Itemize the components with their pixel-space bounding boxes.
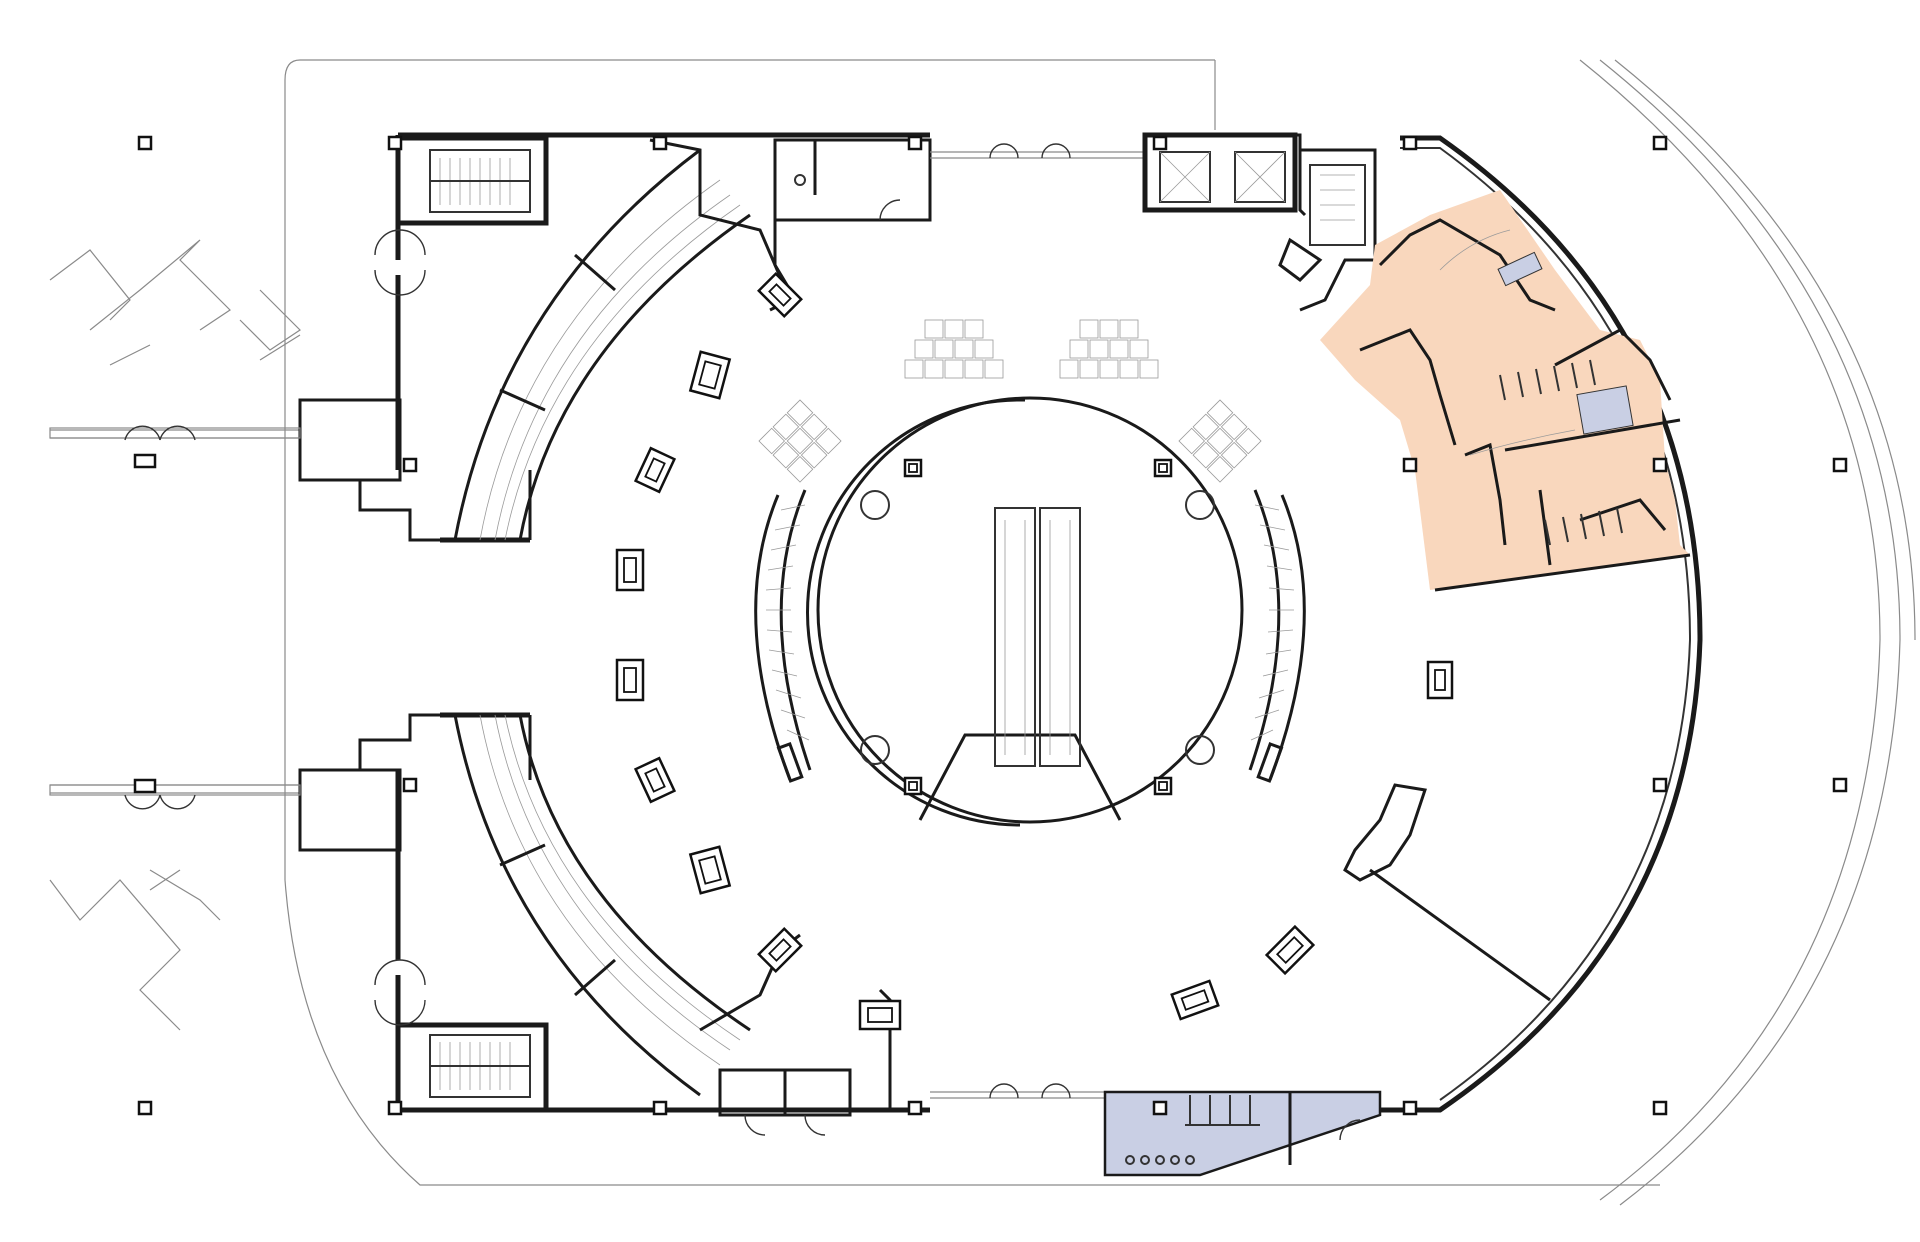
- bottom-entrance-doors: [930, 1083, 1110, 1099]
- right-exterior-wall: [1380, 135, 1703, 1113]
- elevator-core: [1142, 132, 1307, 217]
- top-entrance-doors: [930, 143, 1145, 159]
- top-service-rooms: [773, 138, 932, 310]
- curved-stair-left: [754, 489, 812, 783]
- left-stair-core-upper: [395, 135, 549, 226]
- left-stair-core-lower: [395, 1022, 549, 1113]
- restroom-zone-upper-right: [1320, 190, 1691, 592]
- left-curved-gallery-upper: [453, 138, 792, 541]
- left-wing-walls: [298, 132, 930, 1113]
- adjacent-building-outline: [49, 239, 301, 1031]
- left-curved-gallery-lower: [453, 714, 801, 1097]
- restroom-zone-lower-right: [1103, 1090, 1382, 1177]
- seating-cluster: [758, 319, 1262, 483]
- central-atrium: [806, 396, 1244, 827]
- left-entrance-lower: [49, 778, 301, 810]
- site-boundary: [284, 59, 1916, 1206]
- right-partition: [1343, 783, 1551, 1002]
- curved-stair-right: [1248, 489, 1306, 783]
- right-stair-core: [1278, 148, 1377, 312]
- structural-column: [137, 135, 1848, 1116]
- left-entrance-upper: [49, 425, 301, 469]
- display-pedestal: [615, 272, 1454, 1031]
